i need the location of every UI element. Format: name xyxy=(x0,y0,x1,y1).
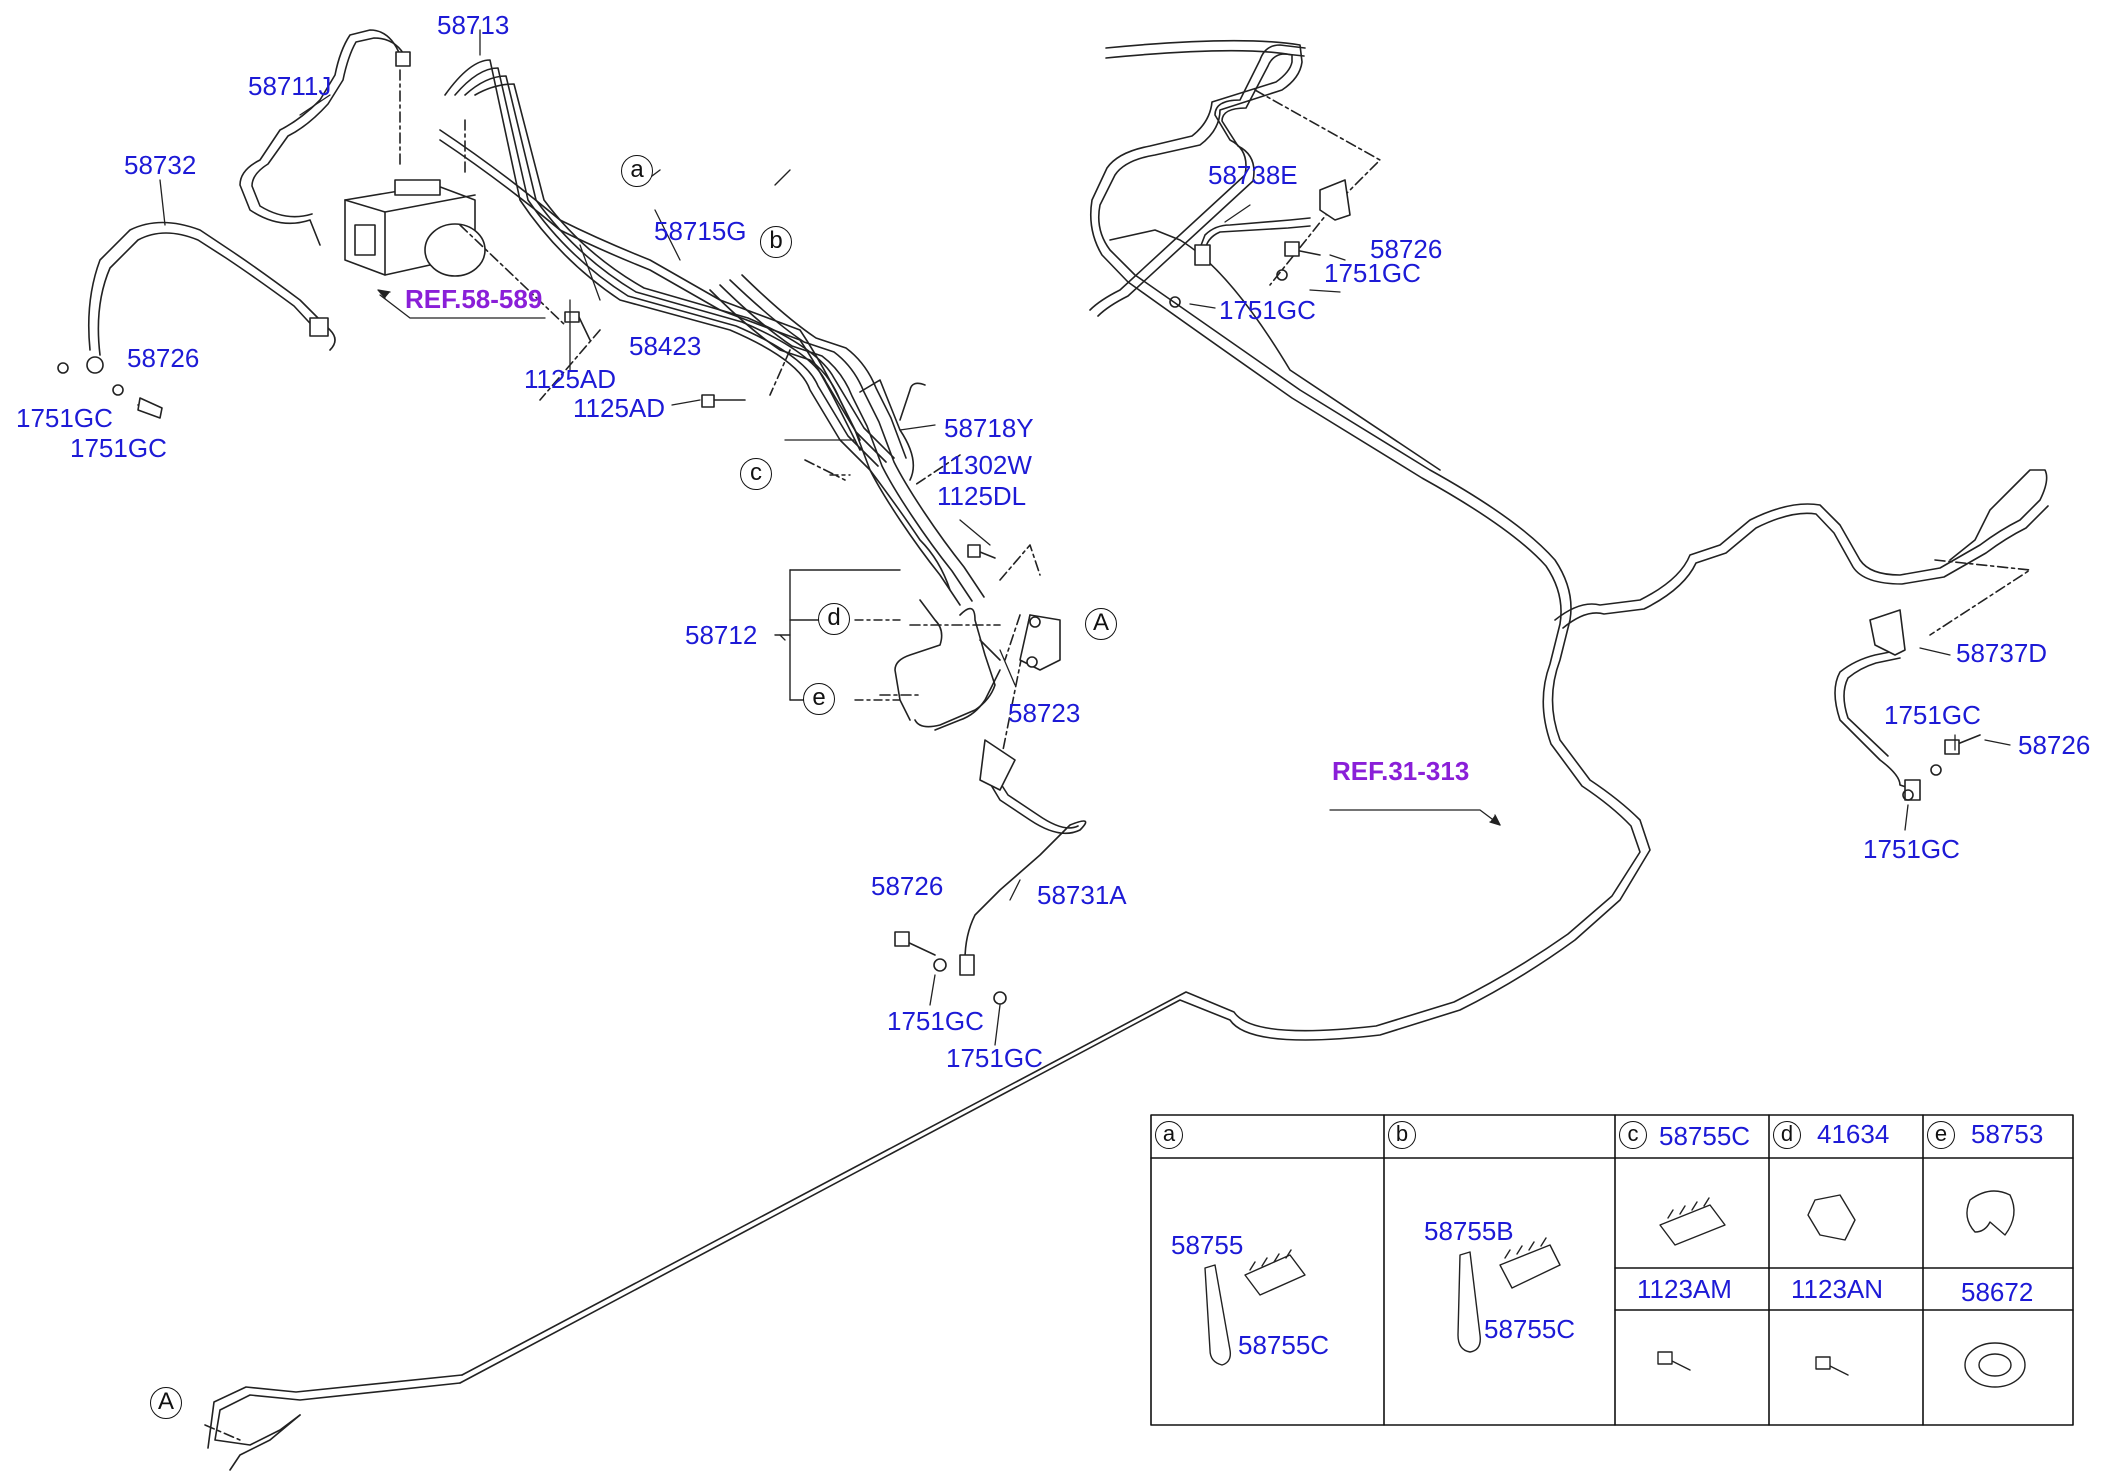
label-1751gc-r2[interactable]: 1751GC xyxy=(1863,834,1960,864)
label-58726-left[interactable]: 58726 xyxy=(127,343,200,373)
label-1125ad-a[interactable]: 1125AD xyxy=(524,364,617,394)
hose-58737d xyxy=(1834,609,1921,801)
hose-58738e xyxy=(1194,179,1351,266)
label-1751gc-m2[interactable]: 1751GC xyxy=(946,1043,1043,1073)
ref-abs-label[interactable]: REF.58-589 xyxy=(405,284,543,314)
callout-b[interactable]: b xyxy=(760,226,792,258)
abs-module xyxy=(344,179,486,277)
label-58726-mid[interactable]: 58726 xyxy=(871,871,944,901)
callout-d[interactable]: d xyxy=(818,603,850,635)
table-header-b-letter: b xyxy=(1388,1121,1416,1149)
table-header-d-letter: d xyxy=(1773,1121,1801,1149)
table-header-a-letter: a xyxy=(1155,1121,1183,1149)
parts-table-grid xyxy=(1150,1114,2074,1426)
label-58731a[interactable]: 58731A xyxy=(1037,880,1127,910)
label-1751gc-l1[interactable]: 1751GC xyxy=(16,403,113,433)
center-harness xyxy=(709,274,985,606)
label-58713[interactable]: 58713 xyxy=(437,10,510,40)
callout-e[interactable]: e xyxy=(803,683,835,715)
hose-58732 xyxy=(86,221,336,374)
label-58711j[interactable]: 58711J xyxy=(248,71,332,101)
label-1751gc-tr1[interactable]: 1751GC xyxy=(1324,258,1421,288)
label-58726-top-right[interactable]: 58726 xyxy=(1370,234,1443,264)
callout-A-bottom[interactable]: A xyxy=(150,1387,182,1419)
label-58723[interactable]: 58723 xyxy=(1008,698,1081,728)
table-a-part-58755c[interactable]: 58755C xyxy=(1238,1330,1330,1360)
label-58718y[interactable]: 58718Y xyxy=(944,413,1034,443)
table-row2-1123an[interactable]: 1123AN xyxy=(1791,1274,1884,1304)
label-1751gc-r1[interactable]: 1751GC xyxy=(1884,700,1981,730)
table-header-e-letter: e xyxy=(1927,1121,1955,1149)
label-58715g[interactable]: 58715G xyxy=(654,216,747,246)
bracket-58723 xyxy=(1019,614,1061,671)
label-1751gc-tr2[interactable]: 1751GC xyxy=(1219,295,1316,325)
table-header-c-part[interactable]: 58755C xyxy=(1659,1121,1751,1151)
table-row2-58672[interactable]: 58672 xyxy=(1961,1277,2034,1307)
label-leaders xyxy=(159,29,2011,1046)
table-b-part-58755b[interactable]: 58755B xyxy=(1424,1216,1514,1246)
callout-a[interactable]: a xyxy=(621,155,653,187)
label-1125ad-b[interactable]: 1125AD xyxy=(573,393,666,423)
label-1751gc-l2[interactable]: 1751GC xyxy=(70,433,167,463)
callout-A-right[interactable]: A xyxy=(1085,608,1117,640)
label-58712[interactable]: 58712 xyxy=(685,620,758,650)
label-1751gc-m1[interactable]: 1751GC xyxy=(887,1006,984,1036)
table-header-c-letter: c xyxy=(1619,1121,1647,1149)
label-58738e[interactable]: 58738E xyxy=(1208,160,1298,190)
fasteners xyxy=(57,241,1981,1005)
abs-tube-bundle xyxy=(439,59,951,591)
hose-58711j xyxy=(239,29,411,246)
top-right-tube xyxy=(1089,44,1441,471)
table-header-d-part[interactable]: 41634 xyxy=(1817,1119,1890,1149)
label-58423[interactable]: 58423 xyxy=(629,331,702,361)
table-b-part-58755c[interactable]: 58755C xyxy=(1484,1314,1576,1344)
right-rear-tube xyxy=(1554,469,2049,629)
label-58732[interactable]: 58732 xyxy=(124,150,197,180)
ref-floor-label[interactable]: REF.31-313 xyxy=(1332,756,1470,786)
label-58737d[interactable]: 58737D xyxy=(1956,638,2048,668)
label-11302w[interactable]: 11302W xyxy=(937,450,1032,480)
label-1125dl[interactable]: 1125DL xyxy=(937,481,1027,511)
callout-c[interactable]: c xyxy=(740,458,772,490)
table-row2-1123am[interactable]: 1123AM xyxy=(1637,1274,1732,1304)
center-lower-hoses xyxy=(894,599,1001,731)
hose-58731a xyxy=(959,739,1087,976)
table-header-e-part[interactable]: 58753 xyxy=(1971,1119,2044,1149)
table-part-sketches xyxy=(1204,1190,2026,1388)
floor-tube-end xyxy=(207,1374,463,1471)
leader-lines xyxy=(204,69,2031,1441)
table-a-part-58755[interactable]: 58755 xyxy=(1171,1230,1244,1260)
label-58726-right[interactable]: 58726 xyxy=(2018,730,2091,760)
